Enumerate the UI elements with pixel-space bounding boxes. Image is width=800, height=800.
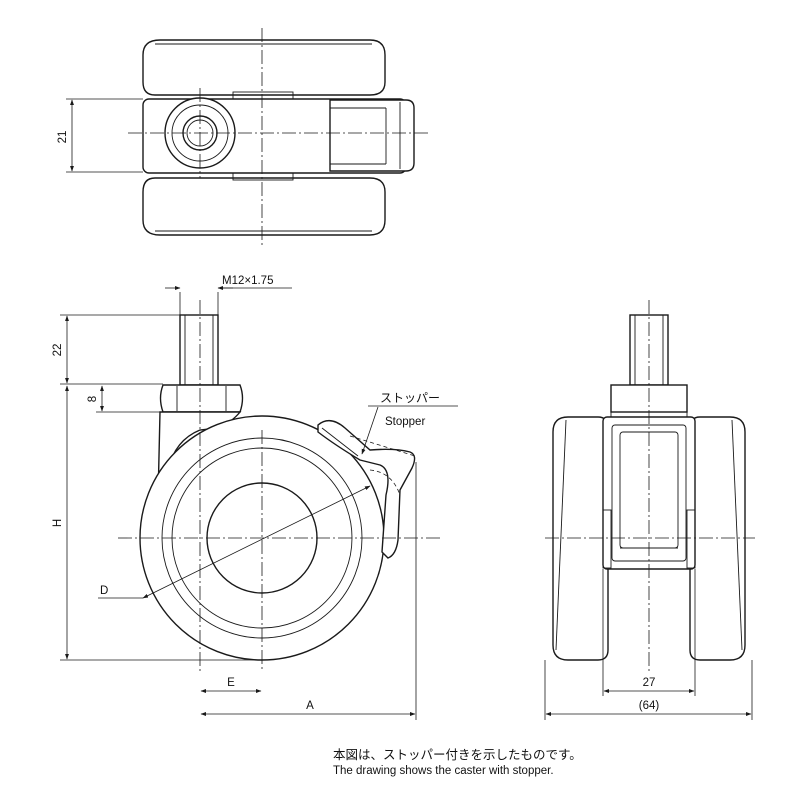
top-wheel-lower xyxy=(142,177,386,236)
thread-stem xyxy=(179,314,219,386)
dim-64-label: (64) xyxy=(639,700,660,712)
top-stopper xyxy=(329,99,415,172)
dim-21-label: 21 xyxy=(57,131,69,144)
dim-22-label: 22 xyxy=(52,344,64,357)
note-japanese: 本図は、ストッパー付きを示したものです。 xyxy=(333,747,582,762)
side-view: M12×1.75 22 8 H D E A ストッパー Stopper xyxy=(52,275,458,720)
hex-nut xyxy=(159,384,244,413)
dim-27-label: 27 xyxy=(643,677,656,689)
top-view: 21 xyxy=(57,28,430,248)
stopper-label-jp: ストッパー xyxy=(380,391,440,405)
thread-label: M12×1.75 xyxy=(222,275,273,287)
stopper-label-en: Stopper xyxy=(385,416,425,428)
stopper-lever xyxy=(317,420,416,559)
dim-8-label: 8 xyxy=(87,396,99,402)
dim-E-label: E xyxy=(227,677,235,689)
top-wheel-upper xyxy=(142,39,386,96)
note-english: The drawing shows the caster with stoppe… xyxy=(333,765,554,777)
dim-H-label: H xyxy=(52,519,64,527)
front-view: 27 (64) xyxy=(544,300,755,720)
dim-D-label: D xyxy=(100,585,108,597)
dim-A-label: A xyxy=(306,700,314,712)
